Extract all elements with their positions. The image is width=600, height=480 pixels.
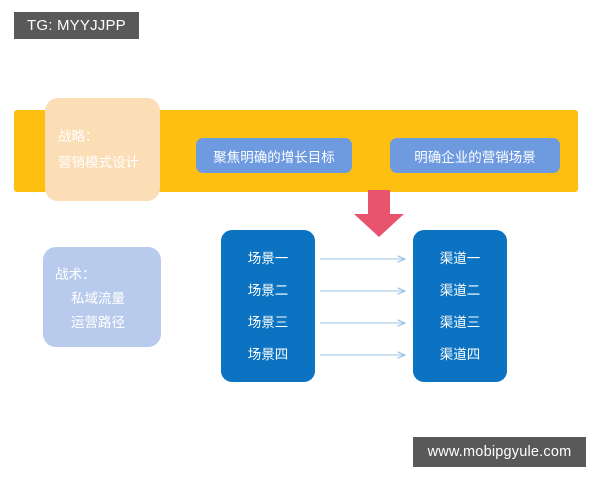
list-item[interactable]: 渠道三 [439, 315, 481, 331]
strategy-card-line-1: 战略： [58, 129, 99, 145]
list-item[interactable]: 场景四 [247, 347, 289, 363]
list-item[interactable]: 渠道一 [439, 251, 481, 267]
list-item[interactable]: 场景二 [247, 283, 289, 299]
tactics-card-line-1: 战术： [55, 267, 96, 283]
tactics-card-line-3: 运营路径 [71, 315, 125, 331]
tactics-card-line-2: 私域流量 [71, 291, 125, 307]
tactics-card: 战术： 私域流量 运营路径 [43, 247, 161, 347]
list-item[interactable]: 场景三 [247, 315, 289, 331]
strategy-card: 战略： 营销模式设计 [45, 98, 160, 201]
watermark-bottom-right: www.mobipgyule.com [413, 437, 586, 467]
list-item[interactable]: 渠道四 [439, 347, 481, 363]
watermark-top-left: TG: MYYJJPP [14, 12, 139, 39]
connector-arrows [315, 230, 415, 382]
goal-pill-growth-target[interactable]: 聚焦明确的增长目标 [196, 138, 352, 173]
list-item[interactable]: 场景一 [247, 251, 289, 267]
goal-pill-marketing-scenario[interactable]: 明确企业的营销场景 [390, 138, 560, 173]
channels-column: 渠道一 渠道二 渠道三 渠道四 [413, 230, 507, 382]
scenarios-column: 场景一 场景二 场景三 场景四 [221, 230, 315, 382]
strategy-card-line-2: 营销模式设计 [58, 155, 139, 171]
list-item[interactable]: 渠道二 [439, 283, 481, 299]
down-arrow-icon [349, 190, 409, 238]
